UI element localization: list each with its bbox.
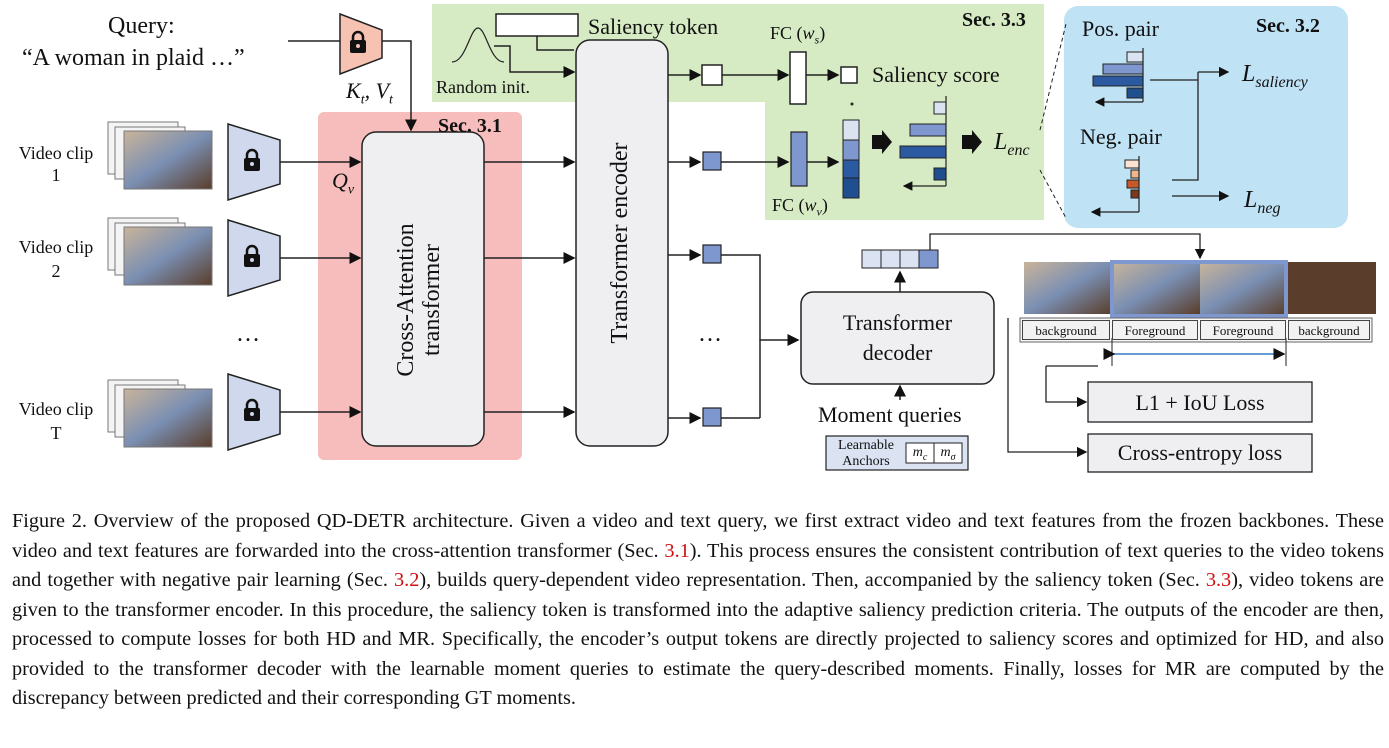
clip-frames-T [107, 379, 213, 448]
neg-pair-label: Neg. pair [1080, 124, 1162, 149]
m-c-label: mc [912, 445, 928, 463]
clip-ellipsis: … [236, 321, 260, 347]
enc-token-1 [702, 151, 722, 171]
anchors-label: Anchors [842, 454, 890, 469]
enc-token-T [702, 407, 722, 427]
video-clip-index: 2 [51, 261, 61, 281]
saliency-token [495, 13, 579, 37]
learnable-label: Learnable [838, 438, 894, 453]
pos-pair-label: Pos. pair [1082, 16, 1159, 41]
cross-entropy-box [1087, 433, 1313, 473]
kv-label: Kt, Vt [346, 78, 393, 108]
transformer-decoder-box [800, 291, 995, 385]
query-label: Query: [108, 13, 175, 39]
learnable-anchors-box [825, 435, 969, 471]
m-sigma-label: mσ [940, 445, 956, 463]
segment-tag-background: background [1288, 320, 1370, 340]
decoder-output-token [861, 249, 939, 269]
lock-icon [244, 244, 260, 267]
fc-ws-layer [789, 51, 807, 105]
caption-ref[interactable]: 3.2 [394, 569, 420, 591]
sorted-score-bars [899, 96, 947, 191]
lock-icon [244, 398, 260, 421]
cross-entropy-label: Cross-entropy loss [1117, 440, 1283, 465]
video-clip-index: T [50, 423, 62, 443]
video-clip-label: Video clip [18, 237, 94, 257]
clip-frames-1 [107, 121, 213, 190]
cross-attention-box [361, 131, 485, 447]
random-init-label: Random init. [436, 77, 530, 97]
sec33-label: Sec. 3.3 [962, 9, 1026, 31]
sec32-label: Sec. 3.2 [1256, 15, 1320, 37]
random-init-curve [451, 27, 505, 63]
architecture-figure: Query: “A woman in plaid …” Kt, Vt Qv Vi… [18, 4, 1376, 473]
clip-frames-2 [107, 217, 213, 286]
segment-tag-background: background [1022, 320, 1110, 340]
fc-wv-layer [790, 131, 808, 187]
saliency-score-label: Saliency score [872, 62, 1000, 87]
enc-token-2 [702, 244, 722, 264]
l1-iou-label: L1 + IoU Loss [1135, 390, 1265, 415]
prediction-filmstrip [1024, 260, 1376, 318]
cross-attention-label: Cross-Attention transformer [393, 223, 446, 377]
video-clip-label: Video clip [18, 399, 94, 419]
lock-icon [244, 148, 260, 171]
decoder-label-line1: Transformer [842, 310, 953, 335]
arrow-icon-1 [872, 130, 892, 154]
query-text: “A woman in plaid …” [22, 45, 245, 71]
lock-icon [350, 30, 366, 53]
arrow-icon-2 [962, 130, 982, 154]
l-saliency-label: Lsaliency [1242, 61, 1308, 91]
neg-pair-bars [1090, 156, 1140, 217]
video-clip-label: Video clip [18, 143, 94, 163]
token-ellipsis: … [698, 321, 722, 347]
transformer-encoder-box [575, 39, 669, 447]
l-neg-label: Lneg [1244, 187, 1281, 217]
fc-ws-label: FC (ws) [770, 23, 826, 47]
caption-ref[interactable]: 3.3 [1205, 569, 1232, 591]
saliency-score-box [840, 66, 858, 84]
saliency-score-stack [842, 119, 860, 199]
encoder-label: Transformer encoder [607, 142, 633, 344]
enc-saliency-out [701, 64, 723, 86]
video-clip-index: 1 [51, 165, 61, 185]
segment-tag-foreground: Foreground [1200, 320, 1286, 340]
caption-ref[interactable]: 3.1 [664, 539, 690, 562]
l1-iou-box [1087, 381, 1313, 423]
figure-caption: Figure 2. Overview of the proposed QD-DE… [12, 510, 1384, 709]
saliency-token-label: Saliency token [588, 14, 719, 39]
l-enc-label: Lenc [994, 129, 1030, 159]
figure-graphics [107, 4, 1376, 473]
sec31-label: Sec. 3.1 [438, 115, 502, 137]
decoder-label-line2: decoder [862, 340, 933, 365]
moment-queries-label: Moment queries [818, 402, 962, 427]
qv-label: Qv [332, 168, 355, 198]
fc-wv-label: FC (wv) [772, 195, 828, 219]
pos-pair-bars [1092, 48, 1144, 107]
segment-tag-foreground: Foreground [1112, 320, 1198, 340]
